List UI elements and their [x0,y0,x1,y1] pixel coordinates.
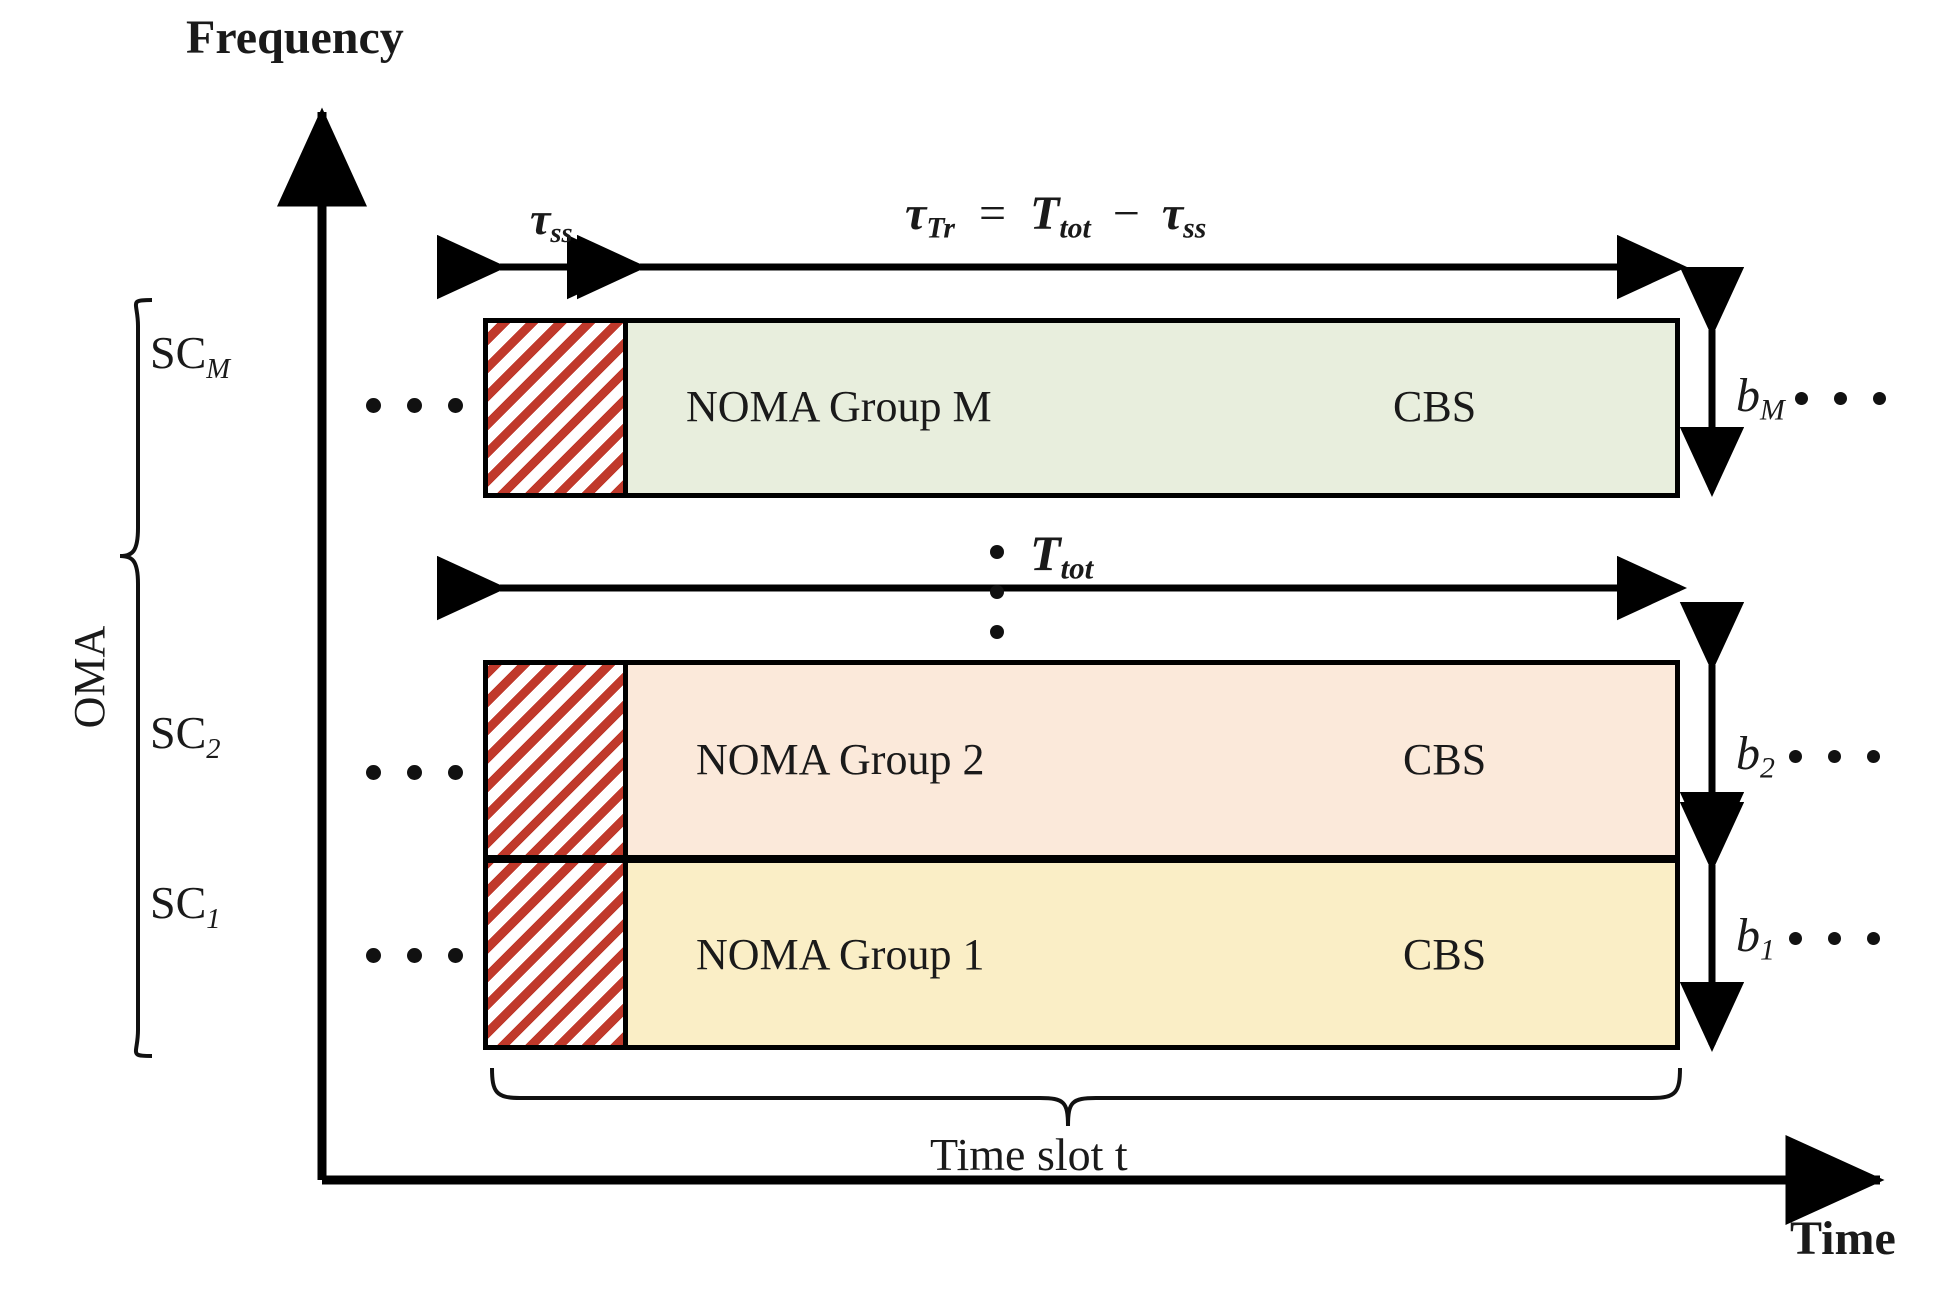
sc-m-transmission-slot[interactable]: NOMA Group M CBS [628,323,1675,493]
b-2-trailing-ellipsis [1788,750,1880,764]
x-axis-label: Time [1790,1212,1896,1265]
sc-1-name: SC [150,877,207,928]
b-2-symbol: b [1736,727,1760,780]
equation-equals: = [978,187,1007,240]
sc-2-sensing-slot[interactable] [488,665,628,855]
sc-2-label: SC2 [150,710,221,765]
sc-m-name: SC [150,327,207,378]
tau-ss-subscript-2: ss [1183,211,1207,245]
sc-2-destination-label: CBS [1403,735,1487,784]
sc-1-sensing-slot[interactable] [488,863,628,1045]
sc-1-group-label: NOMA Group 1 [696,930,985,979]
sc-m-label: SCM [150,330,230,385]
sc-m-left-ellipsis [366,398,463,413]
sc-2-left-ellipsis [366,765,463,780]
tau-tr-symbol: τ [905,187,927,240]
b-1-label: b1 [1736,912,1880,965]
sc-2-transmission-slot[interactable]: NOMA Group 2 CBS [628,665,1675,855]
time-slot-label: Time slot t [930,1129,1128,1180]
b-1-trailing-ellipsis [1788,932,1880,946]
b-1-subscript: 1 [1760,933,1775,967]
y-axis-label: Frequency [186,11,404,64]
oma-brace [119,298,153,1058]
sc-1-transmission-slot[interactable]: NOMA Group 1 CBS [628,863,1675,1045]
b-1-symbol: b [1736,909,1760,962]
tau-ss-symbol-2: τ [1161,187,1184,240]
b-2-label: b2 [1736,730,1880,783]
oma-group-label: OMA [65,625,114,729]
tau-tr-subscript: Tr [926,211,955,245]
tau-ss-subscript: ss [550,217,573,249]
b-m-trailing-ellipsis [1794,392,1886,406]
sc-2-resource-bar[interactable]: NOMA Group 2 CBS [483,660,1680,860]
sc-1-left-ellipsis [366,948,463,963]
tau-ss-label: τss [530,196,573,249]
sc-m-destination-label: CBS [1393,382,1477,431]
time-slot-brace [490,1067,1682,1127]
b-m-label: bM [1736,372,1886,425]
subcarrier-vertical-ellipsis [990,545,1004,639]
t-tot-label-subscript: tot [1060,550,1094,586]
sc-2-index: 2 [206,734,221,766]
sc-1-index: 1 [206,904,221,936]
equation-minus: − [1112,187,1140,240]
sc-2-group-label: NOMA Group 2 [696,735,985,784]
t-tot-subscript: tot [1059,211,1091,245]
t-tot-label: Ttot [1030,528,1093,584]
sc-1-resource-bar[interactable]: NOMA Group 1 CBS [483,858,1680,1050]
b-m-symbol: b [1736,369,1760,422]
b-m-subscript: M [1760,393,1785,427]
sc-1-label: SC1 [150,880,221,935]
sc-m-group-label: NOMA Group M [686,382,992,431]
sc-1-destination-label: CBS [1403,930,1487,979]
sc-2-name: SC [150,707,207,758]
sc-m-sensing-slot[interactable] [488,323,628,493]
sc-m-index: M [206,354,231,386]
sc-m-resource-bar[interactable]: NOMA Group M CBS [483,318,1680,498]
tau-ss-symbol: τ [530,193,551,244]
tau-tr-equation: τTr = Ttot − τss [905,190,1206,243]
t-tot-label-symbol: T [1030,525,1061,581]
t-tot-symbol: T [1030,187,1060,240]
b-2-subscript: 2 [1760,751,1775,785]
